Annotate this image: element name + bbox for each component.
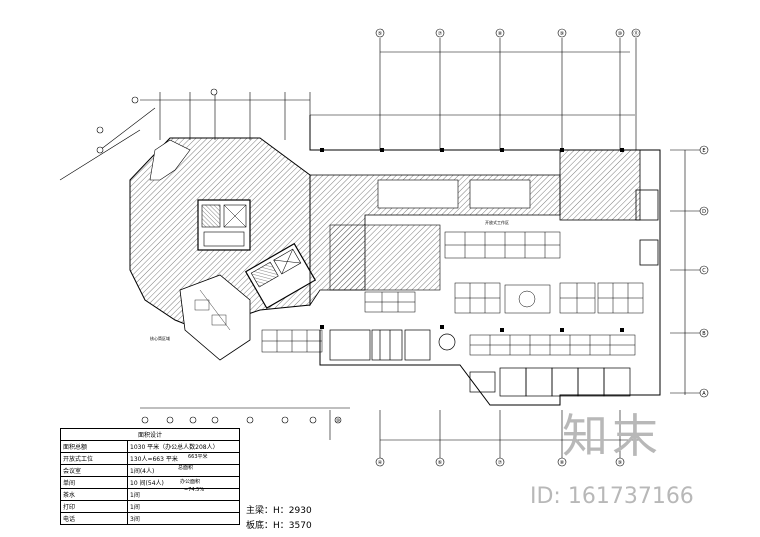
bottom-axis-label: ⑧ [560, 460, 565, 466]
top-axis-label: ⑧ [498, 31, 503, 37]
structural-columns [320, 148, 624, 332]
top-axis-label: ⑪ [633, 30, 638, 37]
axis-label-a: A [702, 391, 706, 397]
table-row-label: 开放式工位 [60, 452, 128, 465]
left-core-region [129, 137, 317, 361]
top-axis-bubbles [96, 28, 641, 154]
top-axis-label: ⑨ [560, 31, 564, 37]
top-dimension-lines [59, 38, 637, 181]
bottom-axis-label: ⑩ [336, 418, 341, 424]
private-offices-row [499, 367, 631, 397]
core-note-label: 核心筒区域 [150, 335, 170, 341]
open-office-outline [309, 115, 661, 406]
table-row-label: 茶水 [60, 488, 128, 501]
table-row-value: 1030 平米（办公总人数208人） [127, 440, 240, 453]
top-axis-labels: ⑤ ⑦ ⑧ ⑨ ⑩ ⑪ [378, 30, 639, 37]
axis-label-e: E [702, 148, 705, 154]
watermark-logo: 知末 [562, 409, 662, 463]
bottom-axis-labels: ④ ⑥ ⑦ ⑧ ⑨ ⑩ [336, 418, 622, 466]
slab-bottom-height: 板底：H：3570 [246, 521, 312, 531]
top-axis-label: ⑦ [438, 31, 443, 37]
bottom-axis-label: ⑦ [498, 460, 503, 466]
bottom-axis-bubbles [141, 416, 625, 467]
table-row-label: 电话 [60, 512, 128, 525]
service-rooms [329, 329, 496, 393]
table-row-label: 会议室 [60, 464, 128, 477]
table-title: 面积设计 [60, 428, 240, 441]
axis-label-c: C [702, 268, 706, 274]
central-hatch-region [309, 149, 641, 307]
top-axis-label: ⑩ [618, 31, 623, 37]
desk-clusters [261, 231, 644, 356]
right-axis-bubbles [699, 145, 709, 398]
bottom-axis-label: ⑨ [618, 460, 622, 466]
table-row-label: 单间 [60, 476, 128, 489]
side-note: 办公面积 [180, 479, 201, 485]
axis-label-b: B [702, 331, 706, 337]
table-row-label: 打印 [60, 500, 128, 513]
bottom-axis-label: ④ [378, 460, 383, 466]
side-note: 总面积 [178, 465, 194, 471]
table-row-label: 面积总额 [60, 440, 128, 453]
watermark-id: ID: 161737166 [530, 484, 694, 509]
bottom-dimension-lines [140, 407, 640, 460]
top-axis-label: ⑤ [378, 31, 382, 37]
open-office-label: 开放式工作区 [485, 219, 509, 225]
side-note: 663平米 [188, 454, 208, 460]
bottom-axis-label: ⑥ [438, 460, 443, 466]
table-row-value: 130人=663 平米 [127, 452, 240, 465]
right-axis-letters: E D C B A [702, 148, 706, 397]
table-row-value: 3间 [127, 512, 240, 525]
table-row-value: 1间 [127, 500, 240, 513]
main-beam-height: 主梁：H：2930 [246, 506, 312, 516]
axis-label-d: D [702, 209, 706, 215]
right-dimension-lines [670, 149, 700, 395]
side-note: =74.5% [184, 487, 205, 493]
